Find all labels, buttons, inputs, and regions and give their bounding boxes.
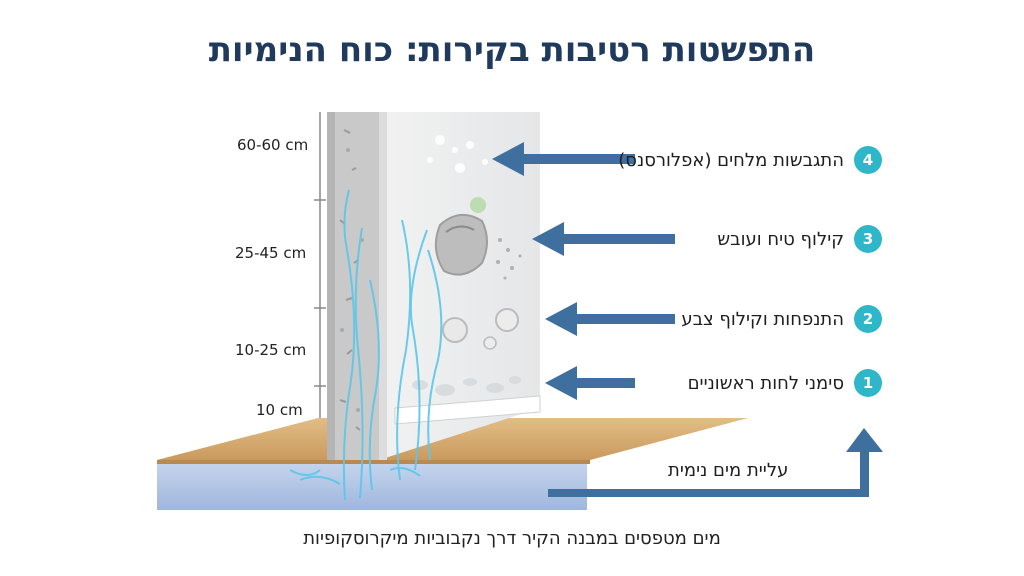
step-1: 1 סימני לחות ראשוניים bbox=[688, 366, 882, 400]
step-badge: 4 bbox=[854, 146, 882, 174]
step-4: 4 התגבשות מלחים (אפלורסנס) bbox=[618, 143, 882, 177]
baseboard bbox=[394, 395, 541, 425]
height-label-top: 60-60 cm bbox=[237, 136, 309, 154]
height-label-mid-lower: 10-25 cm bbox=[235, 341, 307, 359]
step-badge: 1 bbox=[854, 369, 882, 397]
height-label-bottom: 10 cm bbox=[256, 401, 303, 419]
pointer-arrows bbox=[492, 142, 675, 400]
moisture-stains bbox=[412, 376, 521, 396]
plaster-peel bbox=[434, 214, 488, 276]
page-title: התפשטות רטיבות בקירות: כוח הנימיות bbox=[208, 30, 816, 70]
step-label: סימני לחות ראשוניים bbox=[687, 372, 844, 394]
step-label: התגבשות מלחים (אפלורסנס) bbox=[618, 149, 844, 171]
step-badge: 2 bbox=[854, 305, 882, 333]
paint-blisters bbox=[442, 308, 519, 350]
step-label: קילוף טיח ועובש bbox=[717, 228, 844, 250]
step-badge: 3 bbox=[854, 225, 882, 253]
capillary-rise-label: עליית מים נימית bbox=[668, 460, 789, 481]
step-2: 2 התנפחות וקילוף צבע bbox=[681, 302, 882, 336]
step-label: התנפחות וקילוף צבע bbox=[681, 308, 844, 330]
step-3: 3 קילוף טיח ועובש bbox=[717, 222, 882, 256]
caption: מים מטפסים במבנה הקיר דרך נקבוביות מיקרו… bbox=[303, 528, 721, 549]
wood-floor bbox=[157, 418, 748, 460]
salt-crystals bbox=[427, 135, 488, 173]
capillary-rise-arrow bbox=[548, 428, 883, 497]
capillary-lines bbox=[289, 189, 443, 501]
height-label-mid-upper: 25-45 cm bbox=[235, 244, 307, 262]
